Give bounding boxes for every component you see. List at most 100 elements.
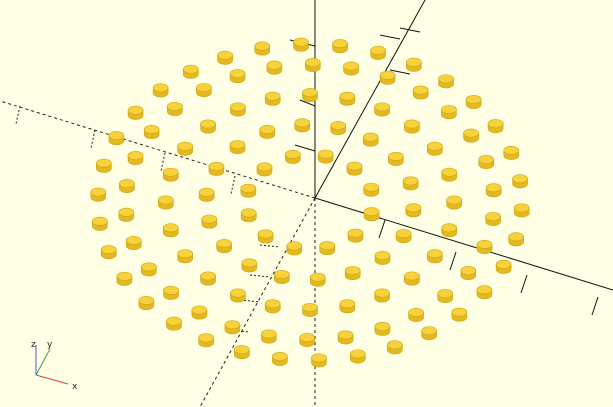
pin-cylinder: [305, 58, 321, 73]
pin-cylinder: [230, 102, 246, 117]
pin-cylinder: [166, 316, 182, 331]
axis-x-negative: [0, 100, 316, 199]
pin-cylinder: [294, 118, 311, 133]
pin-cylinder: [405, 203, 422, 218]
pin-cylinder: [118, 207, 135, 222]
pin-cylinder: [90, 187, 107, 202]
axis-tick: [379, 34, 401, 40]
axis-tick: [229, 329, 251, 333]
pin-cylinder: [363, 182, 380, 197]
pin-cylinder: [198, 333, 214, 348]
pin-cylinder: [309, 272, 326, 287]
pin-cylinder: [259, 124, 276, 139]
pin-cylinder: [395, 229, 412, 244]
pin-cylinder: [302, 88, 318, 103]
pin-cylinder: [200, 271, 216, 286]
pin-cylinder: [229, 140, 246, 155]
gizmo-y-label: y: [47, 340, 53, 350]
pin-cylinder: [421, 326, 437, 341]
pin-cylinder: [487, 119, 504, 134]
pin-cylinder: [198, 187, 215, 202]
pin-cylinder: [119, 179, 135, 194]
pin-cylinder: [319, 241, 335, 256]
pin-cylinder: [241, 258, 258, 273]
pin-cylinder: [374, 250, 391, 265]
pin-cylinder: [406, 57, 422, 72]
pin-cylinder: [374, 288, 390, 303]
pin-cylinder: [495, 259, 512, 274]
pin-cylinder: [460, 266, 477, 280]
pin-cylinder: [256, 162, 273, 177]
pin-cylinder: [485, 211, 501, 226]
axis-tick: [259, 244, 281, 248]
pin-cylinder: [404, 271, 420, 286]
pin-cylinder: [408, 307, 424, 322]
gizmo-x-label: x: [72, 382, 78, 392]
axis-tick: [15, 105, 21, 125]
pin-cylinder: [346, 161, 363, 176]
pin-cylinder: [513, 203, 530, 218]
pin-cylinder: [286, 241, 303, 256]
pin-cylinder: [200, 119, 216, 134]
axis-tick: [230, 175, 236, 195]
pin-cylinder: [177, 141, 193, 156]
pin-cylinder: [167, 101, 183, 116]
pin-cylinder: [217, 50, 233, 65]
axis-tick: [249, 274, 271, 278]
pin-cylinder: [177, 249, 193, 264]
pin-cylinder: [344, 266, 361, 281]
pin-cylinder: [476, 239, 493, 254]
pin-cylinder: [412, 85, 429, 100]
pin-cylinder: [451, 307, 468, 322]
pin-cylinder: [441, 167, 458, 182]
pin-cylinder: [347, 228, 364, 243]
pin-cylinder: [337, 330, 354, 345]
pin-cylinder: [503, 145, 520, 160]
pin-cylinder: [92, 216, 108, 231]
pin-cylinder: [264, 299, 281, 314]
axis-tick: [389, 69, 411, 75]
pin-cylinder: [374, 102, 390, 117]
pin-cylinder: [465, 95, 482, 109]
pin-cylinder: [162, 223, 179, 238]
pin-cylinder: [230, 288, 246, 303]
pin-cylinder: [441, 223, 458, 238]
pin-cylinder: [311, 353, 327, 368]
pin-cylinder: [349, 349, 366, 364]
axis-tick: [591, 296, 599, 316]
pin-cylinder: [240, 208, 257, 223]
pin-cylinder: [374, 321, 391, 336]
pin-cylinder: [116, 271, 133, 286]
pin-cylinder: [388, 151, 404, 166]
pin-cylinder: [332, 39, 348, 54]
pin-cylinder: [330, 120, 346, 135]
pin-cylinder: [302, 302, 318, 317]
pin-cylinder: [152, 83, 169, 98]
pin-cylinder: [266, 60, 283, 75]
pin-cylinder: [229, 69, 246, 84]
pin-cylinder: [274, 270, 290, 284]
pin-cylinder: [240, 183, 257, 198]
pin-cylinder: [379, 70, 396, 85]
gizmo-y-axis: [35, 348, 51, 376]
pin-cylinder: [404, 119, 420, 134]
axis-tick: [294, 144, 316, 152]
pin-cylinder: [264, 91, 281, 106]
pin-cylinder: [478, 155, 495, 169]
pin-cylinder: [224, 320, 241, 335]
pin-cylinder: [254, 41, 271, 56]
pin-cylinder: [96, 158, 112, 173]
pin-cylinder: [437, 289, 453, 303]
pin-cylinder: [208, 161, 225, 176]
pin-cylinder: [163, 285, 179, 300]
pin-cylinder: [127, 151, 144, 165]
pin-cylinder: [463, 128, 479, 143]
pin-cylinder: [508, 232, 524, 247]
axis-y-negative: [199, 197, 316, 407]
axis-tick: [90, 129, 96, 149]
pin-cylinder: [485, 183, 502, 198]
gizmo-x-axis: [35, 374, 69, 385]
